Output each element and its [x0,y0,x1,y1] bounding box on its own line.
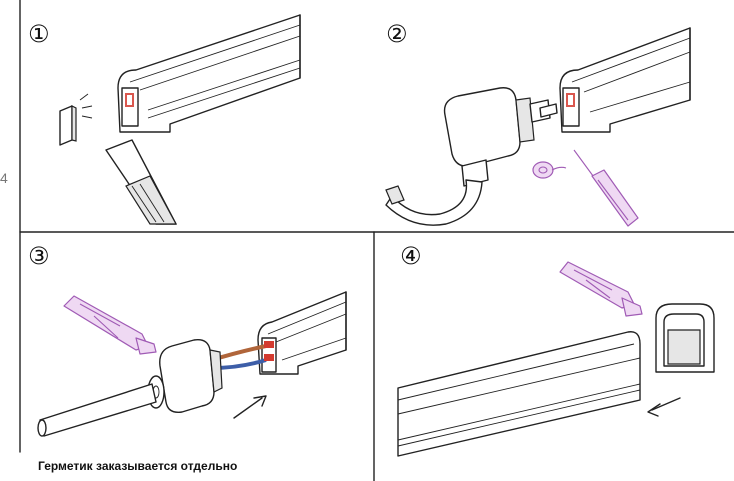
connector-plug-icon-3 [147,339,223,413]
knife-icon [105,139,178,225]
solder-spool-icon [532,161,567,179]
arrow-icon-3 [233,395,267,419]
step-4-label: ④ [400,242,422,270]
panel-3-profile [257,291,347,375]
sealant-tube-icon [63,295,157,355]
arrow-icon-4 [647,397,681,417]
panel-1-profile [117,14,301,133]
sealant-tube-icon-4 [559,261,643,317]
step-3-label: ③ [28,242,50,270]
panel-4-profile [397,331,641,457]
end-cap-icon [655,303,715,373]
cap-icon [59,93,93,146]
cable-icon [385,179,483,226]
step-2-label: ② [386,20,408,48]
panel-frames [19,0,734,481]
page-number: 4 [0,170,8,186]
panel-2-profile [559,27,691,133]
screwdriver-icon [573,149,639,227]
connector-plug-icon [443,87,558,187]
cable-icon-3 [37,383,157,437]
step-1-label: ① [28,20,50,48]
sealant-note: Герметик заказывается отдельно [38,459,238,473]
